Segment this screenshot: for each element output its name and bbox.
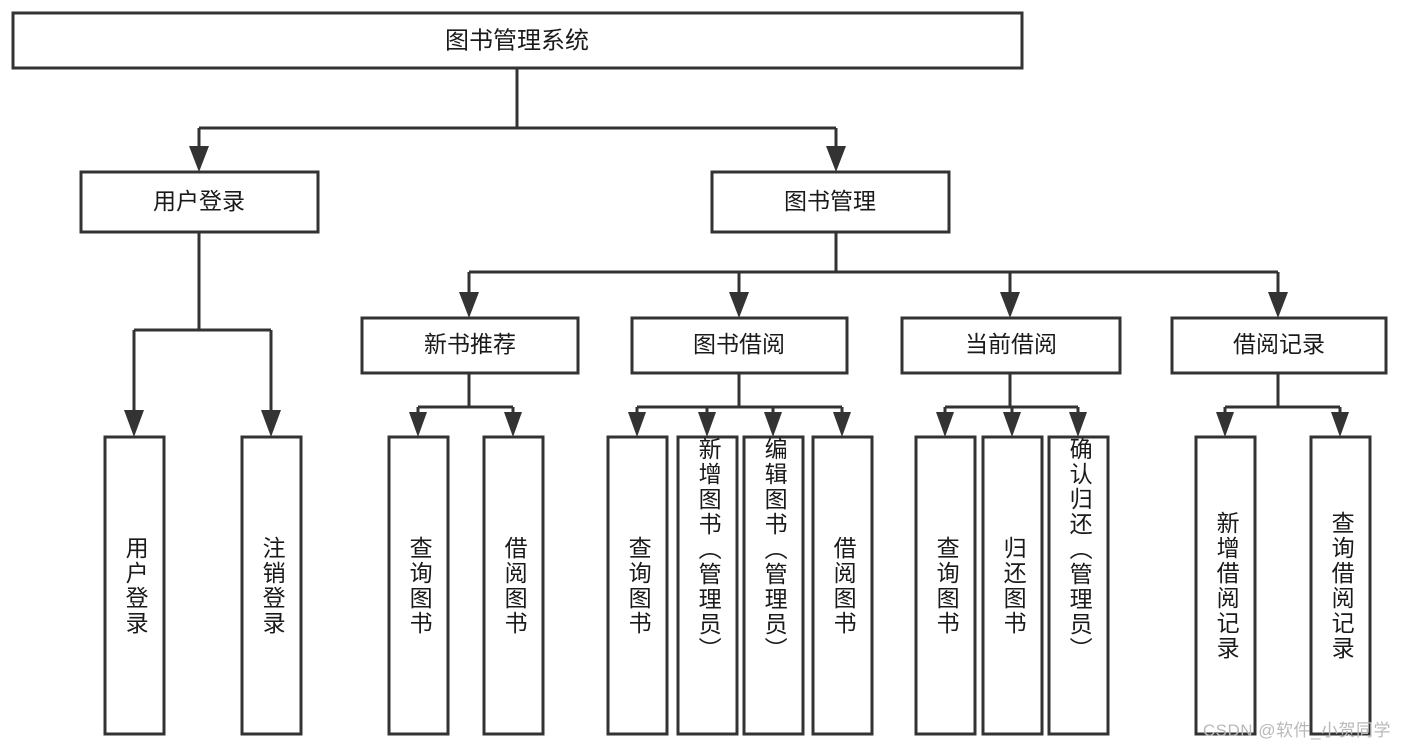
connector-group-book-manage	[459, 232, 1288, 318]
leaf-query-book-1-box[interactable]	[387, 435, 450, 736]
leaf-logout-login-box[interactable]	[240, 435, 303, 736]
arrow-to-new-book-recommend	[459, 292, 479, 318]
arrow-to-leaf-edit-book	[764, 412, 782, 437]
node-user-login[interactable]: 用户登录	[79, 170, 320, 234]
connector-group-book-borrow	[628, 373, 851, 437]
node-new-book-recommend[interactable]: 新书推荐	[360, 316, 580, 375]
connector-group-root	[189, 68, 846, 172]
node-current-borrow-label: 当前借阅	[965, 331, 1057, 357]
leaf-boxes	[103, 435, 1372, 736]
arrow-to-leaf-confirm-return	[1069, 412, 1087, 437]
arrow-to-leaf-logout-login	[261, 410, 281, 437]
node-book-manage-label: 图书管理	[784, 188, 876, 214]
arrow-to-leaf-query-book-1	[409, 412, 427, 437]
arrow-to-leaf-query-book-2	[628, 412, 646, 437]
node-user-login-box[interactable]	[79, 170, 320, 234]
arrow-to-leaf-add-record	[1216, 412, 1234, 437]
leaf-return-book-box[interactable]	[981, 435, 1044, 736]
leaf-borrow-book-2-box[interactable]	[811, 435, 874, 736]
csdn-watermark: CSDN @软件_小贺同学	[1202, 721, 1391, 740]
leaf-query-book-3-box[interactable]	[914, 435, 977, 736]
arrow-to-leaf-borrow-book-1	[504, 412, 522, 437]
arrow-to-borrow-record	[1268, 292, 1288, 318]
leaf-add-book-box[interactable]	[676, 435, 739, 736]
arrow-to-leaf-query-record	[1331, 412, 1349, 437]
node-book-manage-box[interactable]	[710, 170, 951, 234]
node-root-box[interactable]	[11, 11, 1024, 70]
arrow-to-leaf-user-login	[124, 410, 144, 437]
leaf-query-record-box[interactable]	[1309, 435, 1372, 736]
node-current-borrow[interactable]: 当前借阅	[900, 316, 1122, 375]
node-root[interactable]: 图书管理系统	[11, 11, 1024, 70]
leaf-add-record-box[interactable]	[1194, 435, 1257, 736]
node-new-book-recommend-label: 新书推荐	[424, 331, 516, 357]
node-book-borrow-label: 图书借阅	[693, 331, 785, 357]
node-book-manage[interactable]: 图书管理	[710, 170, 951, 234]
node-root-label: 图书管理系统	[445, 27, 589, 54]
node-new-book-recommend-box[interactable]	[360, 316, 580, 375]
connector-group-new-book-recommend	[409, 373, 522, 437]
arrow-to-leaf-query-book-3	[936, 412, 954, 437]
leaf-borrow-book-1-box[interactable]	[482, 435, 545, 736]
leaf-user-login-box[interactable]	[103, 435, 166, 736]
node-borrow-record-box[interactable]	[1170, 316, 1388, 375]
node-borrow-record[interactable]: 借阅记录	[1170, 316, 1388, 375]
connector-group-current-borrow	[936, 373, 1087, 437]
arrow-to-leaf-borrow-book-2	[833, 412, 851, 437]
leaf-edit-book-box[interactable]	[742, 435, 805, 736]
node-user-login-label: 用户登录	[153, 188, 245, 214]
node-book-borrow-box[interactable]	[630, 316, 849, 375]
leaf-confirm-return-box[interactable]	[1047, 435, 1110, 736]
arrow-to-book-manage	[826, 146, 846, 172]
arrow-to-book-borrow	[729, 292, 749, 318]
node-book-borrow[interactable]: 图书借阅	[630, 316, 849, 375]
node-borrow-record-label: 借阅记录	[1233, 331, 1325, 357]
connector-group-borrow-record	[1216, 373, 1349, 437]
connector-group-user-login	[124, 232, 281, 437]
arrow-to-leaf-add-book	[698, 412, 716, 437]
arrow-to-leaf-return-book	[1003, 412, 1021, 437]
arrow-to-current-borrow	[1000, 292, 1020, 318]
node-current-borrow-box[interactable]	[900, 316, 1122, 375]
arrow-to-user-login	[189, 146, 209, 172]
leaf-query-book-2-box[interactable]	[606, 435, 669, 736]
